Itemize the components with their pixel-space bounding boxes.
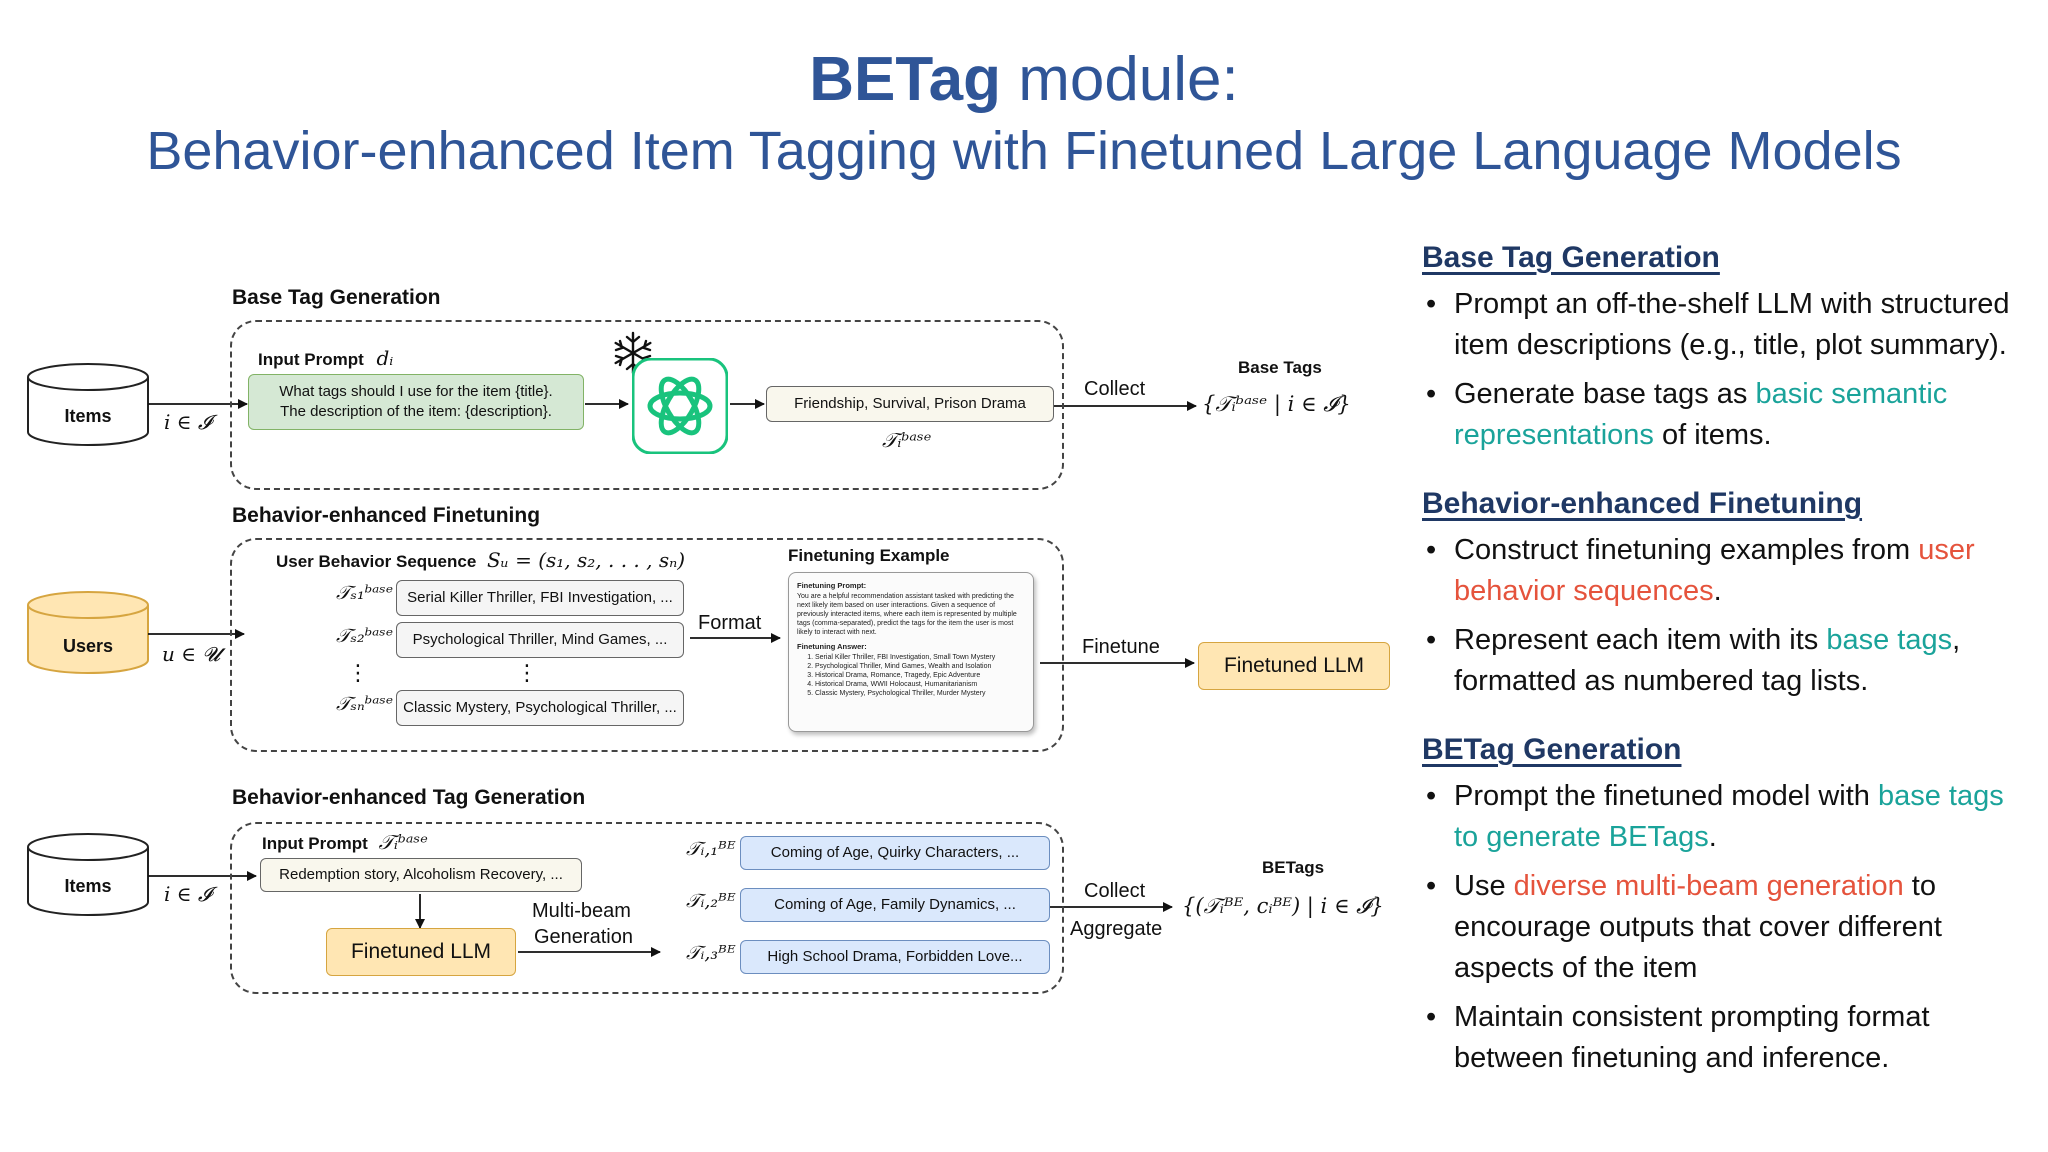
highlighted-phrase: base tags to generate BETags xyxy=(1454,780,2004,853)
multibeam-label: Multi-beam xyxy=(532,900,631,922)
finetuned-llm-box: Finetuned LLM xyxy=(1198,642,1390,690)
panel-bullet: Maintain consistent prompting format bet… xyxy=(1422,997,2032,1079)
svg-text:⋮: ⋮ xyxy=(347,660,369,685)
panel-bullet-list: Construct finetuning examples from user … xyxy=(1422,530,2032,702)
base-prompt-box: What tags should I use for the item {tit… xyxy=(248,374,584,430)
input-prompt-label: Input Prompt dᵢ xyxy=(258,346,394,370)
betag-output-box-3: High School Drama, Forbidden Love... xyxy=(740,940,1050,974)
base-tag-math: 𝒯ᵢᵇᵃˢᵉ xyxy=(882,428,932,452)
base-tags-set-math: {𝒯ᵢᵇᵃˢᵉ | i ∈ 𝓘} xyxy=(1202,392,1351,416)
seq-tag-box-1: Serial Killer Thriller, FBI Investigatio… xyxy=(396,580,684,616)
betags-label: BETags xyxy=(1262,858,1325,877)
panel-bullet-list: Prompt the finetuned model with base tag… xyxy=(1422,776,2032,1079)
section-label-behavior-finetuning: Behavior-enhanced Finetuning xyxy=(232,504,541,527)
example-answer-heading: Finetuning Answer: xyxy=(797,642,867,651)
example-prompt-text: You are a helpful recommendation assista… xyxy=(797,593,1017,636)
highlighted-phrase: base tags xyxy=(1826,624,1953,656)
example-prompt-heading: Finetuning Prompt: xyxy=(797,581,867,590)
finetuning-example-card: Finetuning Prompt: You are a helpful rec… xyxy=(788,572,1034,732)
betag-math-1: 𝒯ᵢ,₁ᴮᴱ xyxy=(686,838,736,860)
betags-set-math: {(𝒯ᵢᴮᴱ, cᵢᴮᴱ) | i ∈ 𝓘} xyxy=(1182,894,1384,918)
finetuning-example-label: Finetuning Example xyxy=(788,546,950,565)
input-prompt-label-2: Input Prompt 𝒯ᵢᵇᵃˢᵉ xyxy=(262,830,428,854)
betag-output-box-1: Coming of Age, Quirky Characters, ... xyxy=(740,836,1050,870)
panel-section: Behavior-enhanced FinetuningConstruct fi… xyxy=(1422,484,2032,702)
section-frame-betag-generation xyxy=(230,822,1064,994)
seq-tag-math-1: 𝒯ₛ₁ᵇᵃˢᵉ xyxy=(336,582,394,604)
behavior-sequence-label: User Behavior Sequence Sᵤ = (s₁, s₂, . .… xyxy=(276,548,686,572)
section-label-base-tag-generation: Base Tag Generation xyxy=(232,286,441,309)
betag-output-box-2: Coming of Age, Family Dynamics, ... xyxy=(740,888,1050,922)
panel-bullet: Generate base tags as basic semantic rep… xyxy=(1422,374,2032,456)
svg-text:⋮: ⋮ xyxy=(516,660,538,685)
finetuned-llm-box-2: Finetuned LLM xyxy=(326,928,516,976)
example-answer-item: Classic Mystery, Psychological Thriller,… xyxy=(815,689,1025,698)
collect-label-2: Collect xyxy=(1084,880,1146,902)
example-answer-item: Historical Drama, Romance, Tragedy, Epic… xyxy=(815,671,1025,680)
panel-section: BETag GenerationPrompt the finetuned mod… xyxy=(1422,730,2032,1079)
highlighted-phrase: basic semantic representations xyxy=(1454,378,1948,451)
panel-bullet: Prompt the finetuned model with base tag… xyxy=(1422,776,2032,858)
collect-label: Collect xyxy=(1084,378,1146,400)
section-frame-base-tag xyxy=(230,320,1064,490)
panel-bullet: Prompt an off-the-shelf LLM with structu… xyxy=(1422,284,2032,366)
items-label-2: Items xyxy=(64,876,112,896)
highlighted-phrase: user behavior sequences xyxy=(1454,534,1975,607)
betag-math-2: 𝒯ᵢ,₂ᴮᴱ xyxy=(686,890,736,912)
format-label: Format xyxy=(698,612,762,634)
example-answer-item: Psychological Thriller, Mind Games, Weal… xyxy=(815,662,1025,671)
seq-tag-box-n: Classic Mystery, Psychological Thriller,… xyxy=(396,690,684,726)
example-answer-item: Historical Drama, WWII Holocaust, Humani… xyxy=(815,680,1025,689)
seq-tag-box-2: Psychological Thriller, Mind Games, ... xyxy=(396,622,684,658)
finetune-label: Finetune xyxy=(1082,636,1160,658)
page-title: BETag module: xyxy=(809,45,1239,114)
betag-prompt-box: Redemption story, Alcoholism Recovery, .… xyxy=(260,858,582,892)
page-subtitle: Behavior-enhanced Item Tagging with Fine… xyxy=(146,121,1902,181)
panel-section-heading: Base Tag Generation xyxy=(1422,241,1720,274)
snowflake-icon xyxy=(614,331,652,375)
users-label: Users xyxy=(62,636,114,656)
seq-tag-math-n: 𝒯ₛₙᵇᵃˢᵉ xyxy=(336,693,394,715)
panel-bullet: Represent each item with its base tags, … xyxy=(1422,620,2032,702)
items-database-icon xyxy=(27,363,149,446)
explanation-panel: Base Tag GenerationPrompt an off-the-she… xyxy=(1422,238,2032,1087)
items-database-icon-2 xyxy=(27,833,149,916)
items-set-math-2: i ∈ 𝓘 xyxy=(164,882,212,906)
aggregate-label: Aggregate xyxy=(1070,918,1163,940)
generation-label: Generation xyxy=(534,926,633,948)
panel-bullet: Use diverse multi-beam generation to enc… xyxy=(1422,866,2032,989)
section-frame-finetuning xyxy=(230,538,1064,752)
panel-bullet: Construct finetuning examples from user … xyxy=(1422,530,2032,612)
users-set-math: u ∈ 𝓤 xyxy=(162,642,221,666)
panel-bullet-list: Prompt an off-the-shelf LLM with structu… xyxy=(1422,284,2032,456)
highlighted-phrase: diverse multi-beam generation xyxy=(1513,870,1904,902)
items-set-math: i ∈ 𝓘 xyxy=(164,410,212,434)
items-label: Items xyxy=(64,406,112,426)
panel-section-heading: Behavior-enhanced Finetuning xyxy=(1422,487,1863,520)
base-tag-output-box: Friendship, Survival, Prison Drama xyxy=(766,386,1054,422)
section-label-behavior-tag-generation: Behavior-enhanced Tag Generation xyxy=(232,786,586,809)
base-tags-label: Base Tags xyxy=(1238,358,1322,377)
panel-section: Base Tag GenerationPrompt an off-the-she… xyxy=(1422,238,2032,456)
openai-icon xyxy=(632,358,728,454)
example-answer-item: Serial Killer Thriller, FBI Investigatio… xyxy=(815,653,1025,662)
example-answer-list: Serial Killer Thriller, FBI Investigatio… xyxy=(797,653,1025,698)
seq-tag-math-2: 𝒯ₛ₂ᵇᵃˢᵉ xyxy=(336,625,394,647)
betag-math-3: 𝒯ᵢ,₃ᴮᴱ xyxy=(686,942,736,964)
users-database-icon xyxy=(27,591,149,674)
panel-section-heading: BETag Generation xyxy=(1422,733,1682,766)
